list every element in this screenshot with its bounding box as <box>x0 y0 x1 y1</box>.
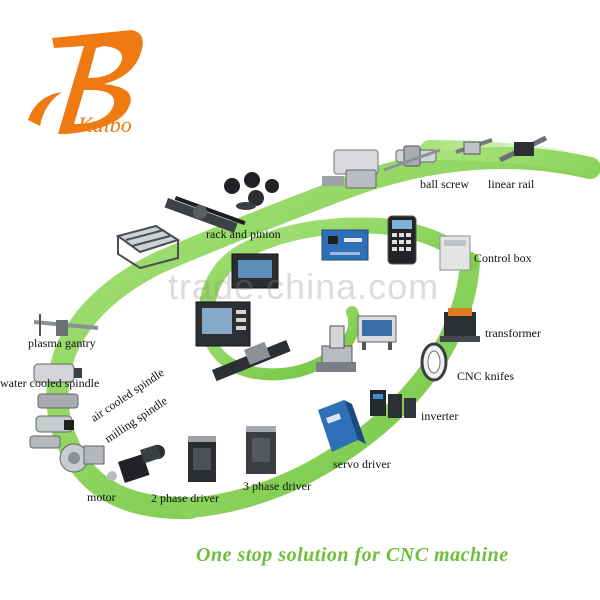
ribbon-inner-curl <box>200 306 361 381</box>
label-plasma-gantry: plasma gantry <box>28 336 96 350</box>
three-phase-driver-product <box>246 426 276 474</box>
tagline: One stop solution for CNC machine <box>196 544 509 566</box>
cnc-knifes-product <box>420 342 448 382</box>
logo-swoosh <box>28 92 62 126</box>
z-axis-module-product <box>316 325 356 372</box>
dsp-controller-product <box>231 253 279 289</box>
label-servo-driver: servo driver <box>333 457 391 471</box>
stepper-motors-product <box>107 444 165 483</box>
gantry-frame-product <box>115 224 181 270</box>
label-linear-rail: linear rail <box>488 177 535 191</box>
monitor-controller-product <box>195 301 251 347</box>
label-two-phase-driver: 2 phase driver <box>151 491 219 505</box>
milling-spindle-product <box>59 443 105 473</box>
ball-screw-product <box>383 145 441 172</box>
watermark-text: trade.china.com <box>168 266 440 307</box>
label-cnc-knifes: CNC knifes <box>457 369 514 383</box>
plasma-gantry-product <box>33 314 99 336</box>
inverter-product <box>370 390 416 418</box>
ribbon-inner-top <box>198 217 478 324</box>
label-control-box: Control box <box>474 251 532 265</box>
air-cooled-spindle-product <box>29 415 74 449</box>
servo-driver-product <box>318 400 366 452</box>
logo-letter-b <box>52 30 143 134</box>
kaibo-logo: Kaibo <box>28 30 143 137</box>
electrical-cabinet-product <box>357 315 397 350</box>
label-three-phase-driver: 3 phase driver <box>243 479 311 493</box>
transformer-product <box>440 308 480 342</box>
linear-rail-product <box>455 135 548 163</box>
linear-bearing-blocks-product <box>322 149 379 189</box>
control-box-product <box>439 235 471 271</box>
label-ball-screw: ball screw <box>420 177 469 191</box>
label-transformer: transformer <box>485 326 541 340</box>
label-motor: motor <box>87 490 116 504</box>
logo-wordmark: Kaibo <box>77 112 132 137</box>
linear-module-product <box>212 340 291 382</box>
label-inverter: inverter <box>421 409 459 423</box>
timing-pulleys-product <box>224 172 279 210</box>
water-cooled-spindle-product <box>33 363 82 409</box>
handheld-pendant-product <box>387 215 417 265</box>
two-phase-driver-product <box>188 436 216 482</box>
label-water-cooled-spindle: water cooled spindle <box>0 376 100 390</box>
controller-card-product <box>321 229 369 261</box>
rack-and-pinion-product <box>164 196 246 233</box>
label-rack-and-pinion: rack and pinion <box>206 227 281 241</box>
